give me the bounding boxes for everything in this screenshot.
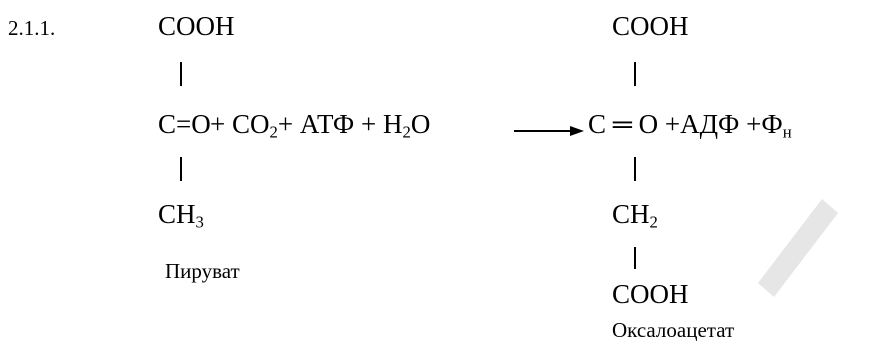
watermark-icon	[758, 199, 838, 297]
co2-subscript: 2	[269, 122, 278, 142]
atp-label: АТФ	[299, 109, 355, 139]
pyruvate-methyl-group: CH3	[158, 199, 204, 231]
oxaloacetate-upper-bond	[634, 62, 636, 86]
double-bond: ═	[612, 109, 632, 139]
methylene-formula: CH	[612, 199, 650, 229]
plus-sign: +	[354, 109, 383, 139]
oxaloacetate-methylene-group: CH2	[612, 199, 658, 231]
water-o: O	[410, 109, 431, 139]
pyruvate-carbonyl-group: C=O	[158, 109, 211, 139]
methylene-subscript: 2	[649, 212, 658, 232]
methyl-formula: CH	[158, 199, 196, 229]
pyruvate-upper-bond	[180, 62, 182, 86]
methyl-subscript: 3	[195, 212, 204, 232]
oxaloacetate-mid-bond	[634, 157, 636, 181]
oxaloacetate-bottom-group: COOH	[612, 279, 689, 309]
oxaloacetate-caption: Оксалоацетат	[612, 318, 735, 342]
oxaloacetate-lower-bond	[634, 247, 636, 269]
carbonyl-oxygen: O	[638, 109, 659, 139]
oxaloacetate-carbonyl-group: C ═ O +АДФ +Фн	[588, 109, 792, 141]
phosphate-formula: Ф	[761, 109, 783, 139]
co2-formula: CO	[231, 109, 270, 139]
oxaloacetate-top-group: COOH	[612, 11, 689, 41]
equation-number: 2.1.1.	[8, 16, 56, 40]
adp-products: +АДФ +	[658, 109, 762, 139]
water-subscript: 2	[402, 122, 411, 142]
phosphate-subscript: н	[782, 122, 792, 142]
plus-sign: +	[210, 109, 232, 139]
pyruvate-top-group: COOH	[158, 11, 235, 41]
water-h: H	[382, 109, 403, 139]
pyruvate-caption: Пируват	[165, 259, 240, 283]
pyruvate-lower-bond	[180, 157, 182, 181]
carbonyl-carbon: C	[588, 109, 607, 139]
plus-sign: +	[277, 109, 300, 139]
reaction-arrow-icon	[514, 126, 584, 136]
reactants-line: + CO2+ АТФ + H2O	[210, 109, 431, 141]
